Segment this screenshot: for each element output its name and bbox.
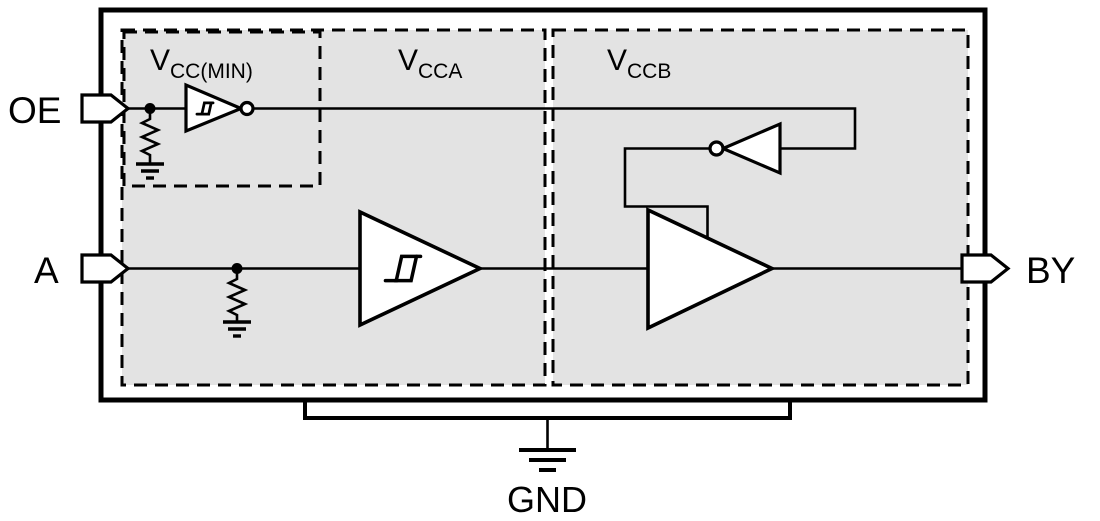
- wires: [128, 107, 962, 270]
- label-vcc-min-main: V: [150, 44, 170, 77]
- ground-icon: [136, 162, 164, 180]
- pin-arrow-by: [960, 253, 1011, 284]
- junction-dot-a: [231, 263, 243, 274]
- region-vccb: [551, 28, 970, 387]
- resistor-icon: [225, 268, 249, 322]
- label-vcc-min-sub: CC(MIN): [170, 60, 253, 83]
- earth-ground-icon: [519, 448, 576, 472]
- ground-icon: [223, 320, 251, 338]
- inverter-bubble: [239, 100, 255, 117]
- hysteresis-stroke-1: [383, 254, 423, 283]
- label-vccb-sub: CCB: [627, 60, 671, 83]
- hysteresis-stroke-2: [199, 101, 213, 116]
- buffer-triangle: [646, 207, 777, 331]
- output-buffer-icon: [646, 207, 777, 331]
- inverter-bubble: [708, 140, 725, 157]
- inverter-triangle: [718, 121, 782, 176]
- wire-enable-return: [623, 147, 710, 240]
- pin-label-a: A: [34, 250, 59, 291]
- label-vcc-min: VCC(MIN): [150, 44, 253, 83]
- buffer-triangle: [358, 209, 485, 328]
- hysteresis-icon: [383, 254, 423, 283]
- pin-arrow-oe: [80, 93, 131, 124]
- hysteresis-icon: [195, 101, 215, 116]
- label-vccb: VCCB: [607, 44, 671, 83]
- junction-dot-oe: [144, 103, 156, 114]
- wire-oe-across: [253, 107, 857, 150]
- hysteresis-stroke-2: [393, 254, 419, 283]
- resistor-oe-pulldown: [136, 108, 164, 180]
- inverter-icon: [708, 121, 782, 176]
- schmitt-inverter-icon: [184, 82, 255, 134]
- label-vcca-main: V: [398, 44, 418, 77]
- ground-bus-bar: [303, 400, 792, 420]
- ground-bus: GND: [303, 400, 792, 520]
- inverter-triangle: [184, 82, 246, 134]
- resistor-a-pulldown: [223, 268, 251, 338]
- schmitt-buffer-icon: [358, 209, 485, 328]
- pin-label-oe: OE: [8, 90, 61, 131]
- pin-label-gnd: GND: [507, 479, 587, 520]
- resistor-icon: [138, 108, 162, 164]
- label-vcca: VCCA: [398, 44, 462, 83]
- label-vcca-sub: CCA: [418, 60, 462, 83]
- pin-arrow-a: [80, 253, 131, 284]
- hysteresis-stroke-1: [195, 101, 215, 116]
- label-vccb-main: V: [607, 44, 627, 77]
- pin-label-by: BY: [1026, 250, 1075, 291]
